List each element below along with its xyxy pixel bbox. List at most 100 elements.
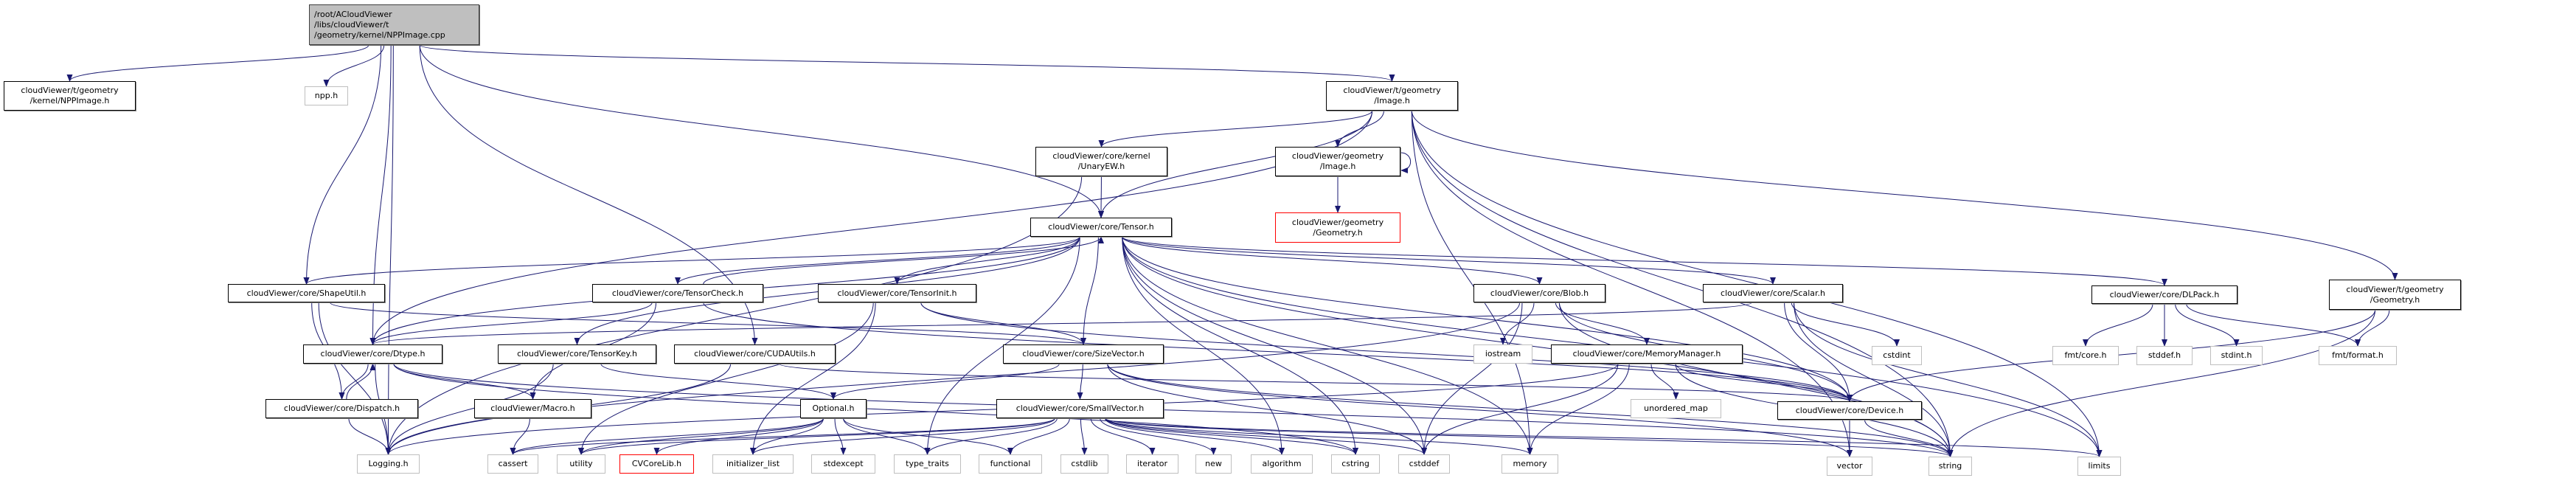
- node-label: cloudViewer/core/Dtype.h: [320, 349, 426, 358]
- node-tensor-h[interactable]: cloudViewer/core/Tensor.h: [1030, 218, 1172, 237]
- node-label: algorithm: [1262, 459, 1302, 468]
- node-vector: vector: [1827, 457, 1872, 476]
- node-scalar-h[interactable]: cloudViewer/core/Scalar.h: [1703, 284, 1843, 302]
- node-blob-h[interactable]: cloudViewer/core/Blob.h: [1473, 284, 1605, 302]
- node-smallvector-h[interactable]: cloudViewer/core/SmallVector.h: [996, 399, 1164, 418]
- node-tensorcheck-h[interactable]: cloudViewer/core/TensorCheck.h: [592, 284, 763, 302]
- edge-device_h-to-string: [1864, 419, 1954, 457]
- node-algorithm: algorithm: [1251, 454, 1313, 474]
- edge-dtype_h-to-dispatch_h: [339, 363, 369, 400]
- node-dlpack-h[interactable]: cloudViewer/core/DLPack.h: [2091, 285, 2237, 304]
- edge-smallvector_h-to-cassert: [510, 418, 1055, 455]
- node-label: fmt/core.h: [2064, 350, 2107, 360]
- edge-blob_h-to-string: [1558, 302, 1954, 457]
- node-macro-h[interactable]: cloudViewer/Macro.h: [474, 399, 591, 418]
- node-label: cstddef: [1409, 459, 1440, 468]
- node-label: /libs/cloudViewer/t: [314, 19, 389, 30]
- node-dispatch-h[interactable]: cloudViewer/core/Dispatch.h: [265, 399, 418, 418]
- edge-scalar_h-to-cstdint: [1791, 302, 1900, 347]
- edge-scalar_h-to-dtype_h: [370, 302, 1752, 345]
- edge-smallvector_h-to-type_traits: [924, 418, 1058, 455]
- edge-tensor_h-to-algorithm: [1122, 236, 1285, 455]
- node-fmt-core-h: fmt/core.h: [2052, 346, 2119, 365]
- edge-smallvector_h-to-initializer_list: [750, 418, 1055, 455]
- node-label: cloudViewer/core/ShapeUtil.h: [246, 288, 367, 298]
- node-label: /Image.h: [1374, 96, 1410, 105]
- node-label: cloudViewer/core/TensorKey.h: [517, 349, 637, 358]
- node-limits: limits: [2077, 457, 2121, 476]
- edge-blob_h-to-cstddef: [1421, 302, 1523, 455]
- node-t-geometry-h[interactable]: cloudViewer/t/geometry/Geometry.h: [2329, 280, 2461, 310]
- edge-tensorcheck_h-to-dtype_h: [369, 302, 653, 345]
- edge-dispatch_h-to-dtype_h: [346, 363, 376, 400]
- edge-dtype_h-to-macro_h: [393, 363, 536, 400]
- node-label: /Image.h: [1319, 162, 1356, 171]
- edge-tensor_h-to-tensorinit_h: [894, 236, 1080, 285]
- node-t-image-h[interactable]: cloudViewer/t/geometry/Image.h: [1326, 81, 1458, 111]
- edge-scalar_h-to-limits: [1794, 302, 2103, 457]
- edge-macro_h-to-cassert: [510, 418, 530, 455]
- edge-smallvector_h-to-cstring: [1105, 418, 1358, 455]
- edge-tensor_h-to-scalar_h: [1122, 236, 1776, 285]
- node-label: cassert: [498, 459, 528, 468]
- edge-optional_h-to-cassert: [510, 418, 824, 455]
- edge-memorymanager_h-to-unordered_map: [1650, 363, 1679, 400]
- node-unaryew-h[interactable]: cloudViewer/core/kernel/UnaryEW.h: [1035, 147, 1167, 176]
- node-cstring: cstring: [1331, 454, 1380, 474]
- edge-dispatch_h-to-logging_h: [348, 418, 392, 455]
- node-label: cloudViewer/geometry: [1291, 151, 1384, 161]
- node-g-image-h[interactable]: cloudViewer/geometry/Image.h: [1275, 147, 1400, 176]
- node-label: cloudViewer/core/Scalar.h: [1721, 288, 1825, 298]
- node-label: string: [1938, 461, 1962, 471]
- node-stdint-h: stdint.h: [2210, 346, 2263, 365]
- node-cvcorelib-h: CVCoreLib.h: [619, 454, 694, 474]
- node-shapeutil-h[interactable]: cloudViewer/core/ShapeUtil.h: [228, 284, 385, 302]
- node-g-geometry-h: cloudViewer/geometry/Geometry.h: [1275, 212, 1400, 243]
- edge-memorymanager_h-to-memory: [1527, 363, 1630, 455]
- node-label: Optional.h: [812, 403, 855, 413]
- edge-tensorkey_h-to-logging_h: [385, 363, 554, 455]
- edge-tensorinit_h-to-initializer_list: [750, 302, 876, 455]
- node-memorymanager-h[interactable]: cloudViewer/core/MemoryManager.h: [1551, 344, 1743, 364]
- edge-dlpack_h-to-fmt_format_h: [2186, 303, 2361, 347]
- edge-tensor_h-to-tensorcheck_h: [675, 236, 1080, 285]
- node-optional-h[interactable]: Optional.h: [800, 399, 867, 418]
- node-memory: memory: [1501, 454, 1558, 474]
- node-dtype-h[interactable]: cloudViewer/core/Dtype.h: [303, 344, 442, 364]
- node-label: functional: [990, 459, 1031, 468]
- edge-tensor_h-to-string: [1122, 236, 1954, 457]
- node-sizevector-h[interactable]: cloudViewer/core/SizeVector.h: [1003, 344, 1164, 364]
- node-iostream: iostream: [1473, 344, 1532, 364]
- node-unordered-map: unordered_map: [1631, 399, 1721, 418]
- node-label: utility: [569, 459, 593, 468]
- edge-optional_h-to-functional: [843, 418, 1013, 455]
- edge-root-to-logging_h: [385, 44, 394, 455]
- node-npp-h: npp.h: [305, 86, 348, 105]
- node-label: iterator: [1137, 459, 1167, 468]
- node-label: cloudViewer/Macro.h: [490, 403, 575, 413]
- edge-t_geometry_h-to-string: [1947, 309, 2376, 457]
- node-tensorkey-h[interactable]: cloudViewer/core/TensorKey.h: [498, 344, 656, 364]
- edge-t_image_h-to-memory: [1411, 110, 1533, 455]
- node-stdexcept: stdexcept: [811, 454, 875, 474]
- node-label: cloudViewer/core/TensorInit.h: [837, 288, 957, 298]
- edge-shapeutil_h-to-logging_h: [318, 302, 392, 455]
- node-label: cloudViewer/core/Dispatch.h: [283, 403, 400, 413]
- node-nppimage-h[interactable]: cloudViewer/t/geometry/kernel/NPPImage.h: [4, 81, 136, 111]
- node-tensorinit-h[interactable]: cloudViewer/core/TensorInit.h: [818, 284, 976, 302]
- edge-tensor_h-to-cstring: [1122, 236, 1358, 455]
- node-label: Logging.h: [368, 459, 409, 468]
- node-label: limits: [2088, 461, 2111, 471]
- node-label: stddef.h: [2148, 350, 2181, 360]
- edge-blob_h-to-memorymanager_h: [1555, 302, 1650, 345]
- edge-tensorcheck_h-to-tensor_h: [703, 236, 1104, 285]
- edge-smallvector_h-to-functional: [1007, 418, 1070, 455]
- node-label: cloudViewer/t/geometry: [21, 86, 119, 95]
- node-device-h[interactable]: cloudViewer/core/Device.h: [1777, 401, 1922, 420]
- node-cstddef: cstddef: [1398, 454, 1450, 474]
- node-cassert: cassert: [487, 454, 538, 474]
- edge-smallvector_h-to-algorithm: [1105, 418, 1285, 455]
- node-label: fmt/format.h: [2332, 350, 2384, 360]
- node-cudautils-h[interactable]: cloudViewer/core/CUDAUtils.h: [674, 344, 836, 364]
